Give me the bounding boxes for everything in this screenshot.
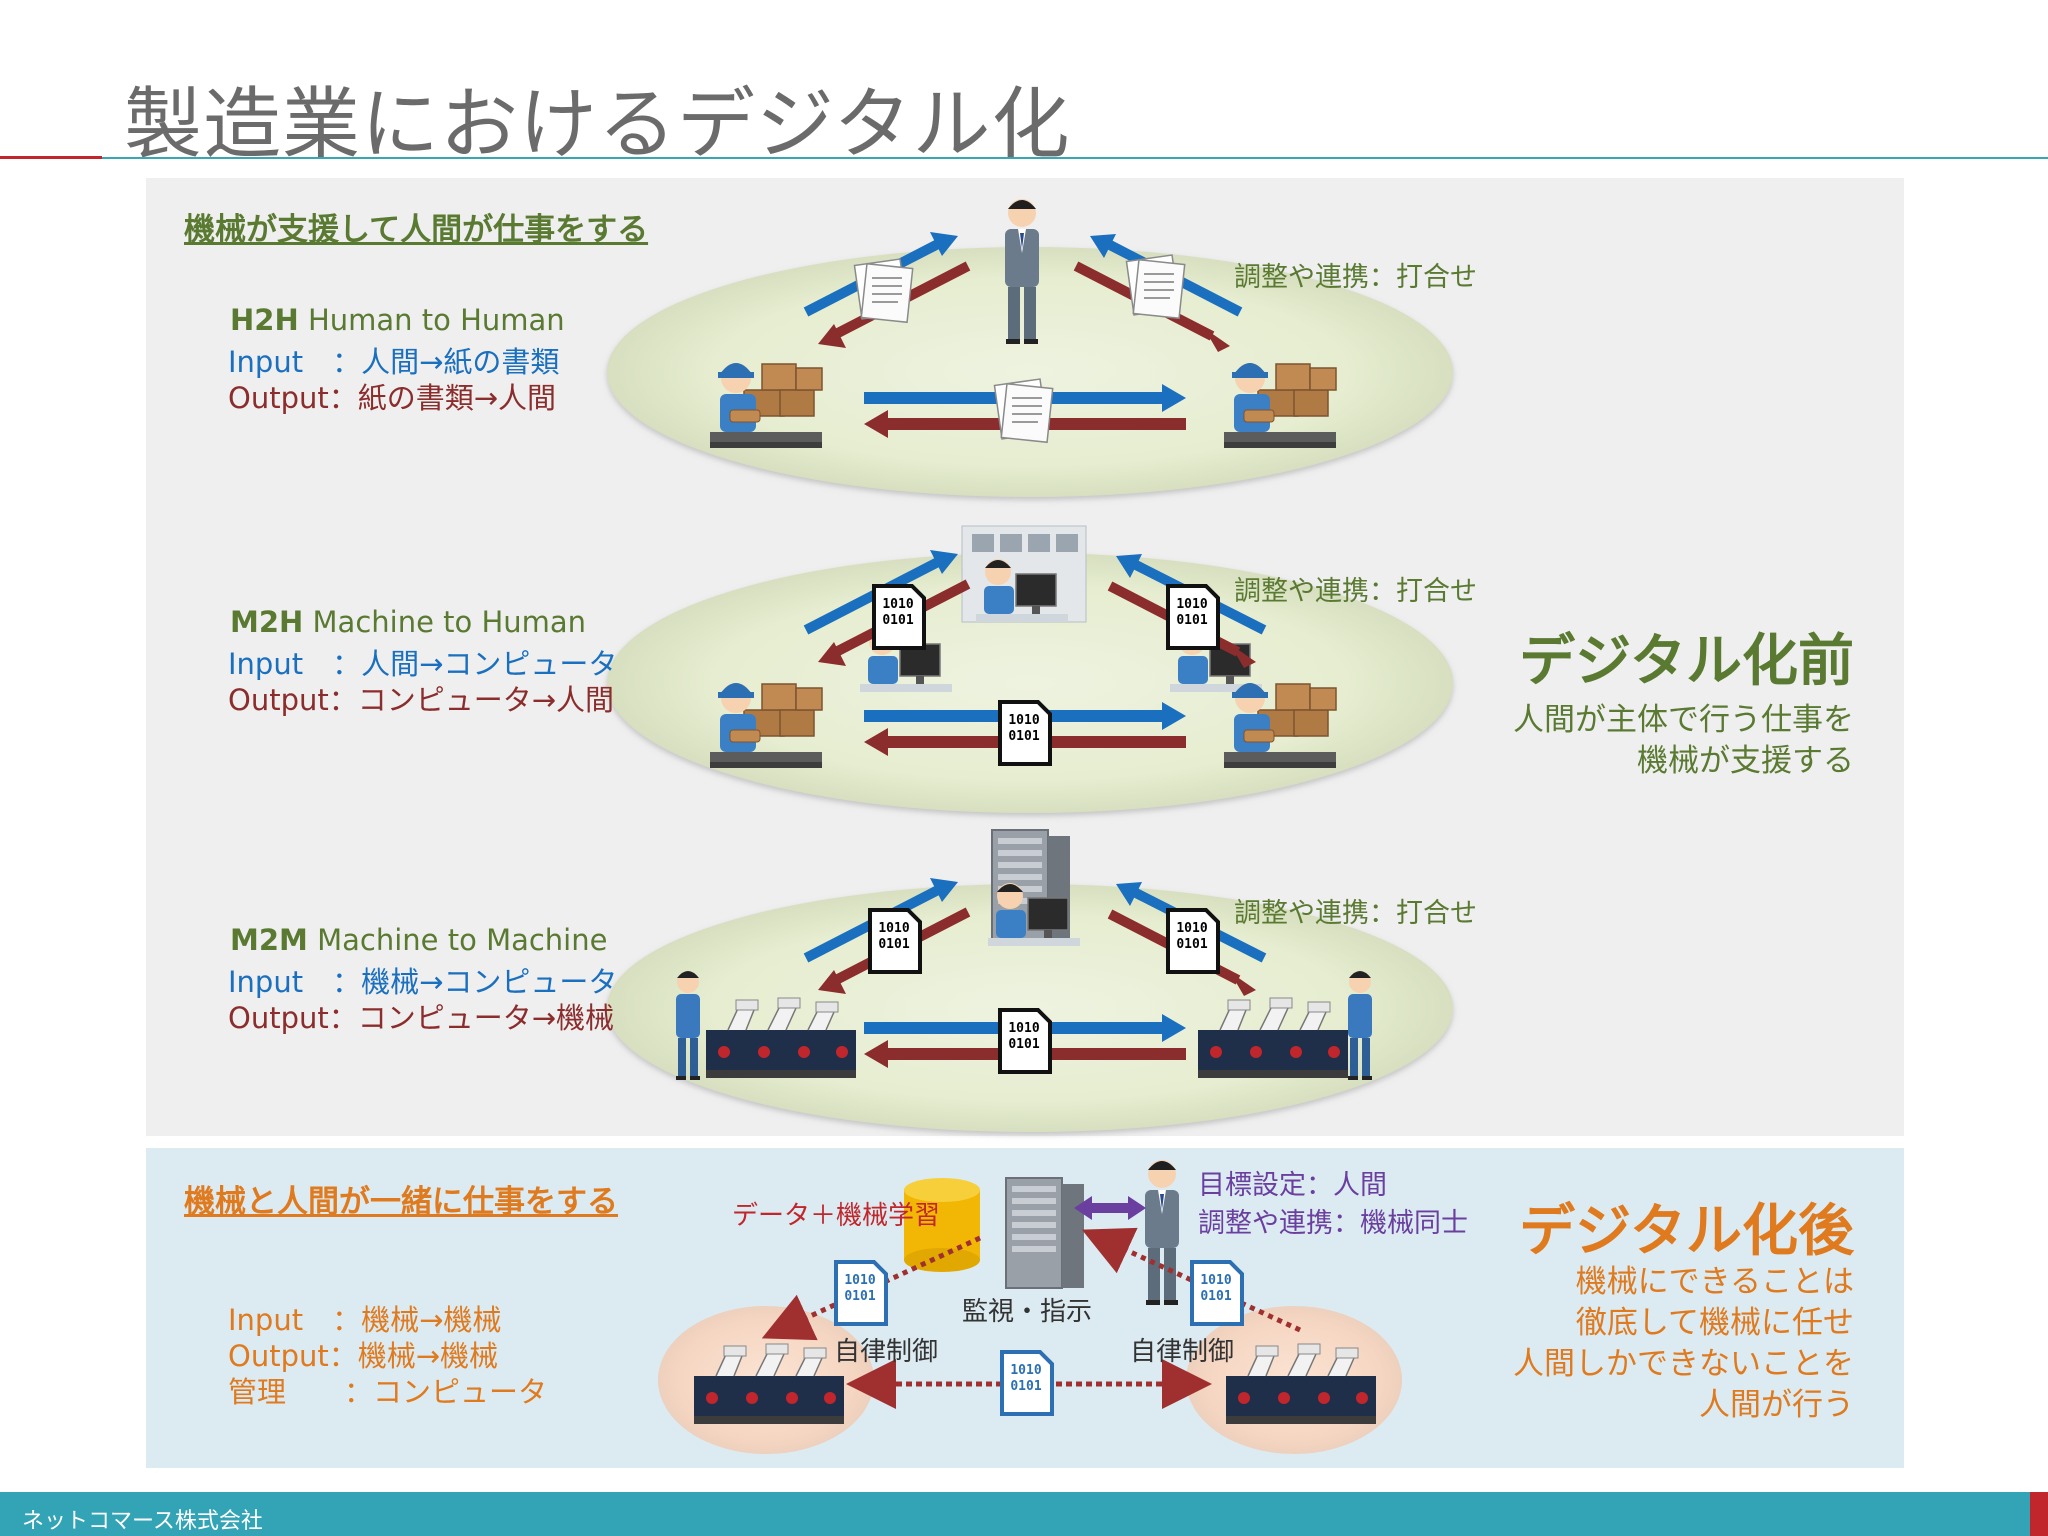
svg-text:0101: 0101: [1008, 729, 1039, 744]
binary-document-icon: 1010 0101: [998, 1008, 1052, 1078]
m2h-output: Output：コンピュータ→人間: [228, 683, 615, 717]
svg-text:0101: 0101: [1010, 1379, 1041, 1394]
m2h-coord: 調整や連携：打合せ: [1234, 576, 1477, 607]
monitor-label: 監視・指示: [962, 1297, 1093, 1327]
h2h-code: H2H: [230, 303, 299, 337]
m2h-title: M2H Machine to Human: [230, 604, 586, 640]
h2h-paper-center-icon: [993, 378, 1054, 444]
m2h-worker-left-icon: [709, 682, 823, 769]
binary-document-icon: 1010 0101: [834, 1260, 888, 1330]
m2m-input: Input ：機械→コンピュータ: [228, 965, 618, 999]
m2h-name: Machine to Human: [312, 605, 587, 639]
title-rule-teal: [102, 157, 2048, 159]
data-ml-label: データ＋機械学習: [732, 1201, 941, 1231]
after-heading: デジタル化後: [1519, 1199, 1854, 1264]
binary-document-icon: 1010 0101: [998, 700, 1052, 770]
h2h-worker-left-icon: [709, 362, 823, 449]
svg-text:0101: 0101: [1008, 1037, 1039, 1052]
h2h-name: Human to Human: [307, 303, 565, 337]
h2h-paper-right-icon: [1125, 254, 1186, 320]
footer-accent: [2030, 1492, 2048, 1536]
footer-bar: [0, 1492, 2048, 1536]
after-manager-icon: [1145, 1160, 1179, 1305]
svg-text:1010: 1010: [882, 597, 913, 612]
after-output: Output：機械→機械: [228, 1339, 499, 1373]
svg-text:0101: 0101: [1176, 613, 1207, 628]
svg-text:0101: 0101: [882, 613, 913, 628]
binary-document-icon: 1010 0101: [868, 908, 922, 978]
svg-text:1010: 1010: [1008, 1021, 1039, 1036]
svg-text:0101: 0101: [878, 937, 909, 952]
autonomous-right-label: 自律制御: [1130, 1337, 1235, 1367]
m2m-code: M2M: [230, 923, 308, 957]
h2h-coord: 調整や連携：打合せ: [1234, 262, 1477, 293]
binary-document-icon: 1010 0101: [872, 584, 926, 654]
m2h-input: Input ：人間→コンピュータ: [228, 647, 618, 681]
svg-text:0101: 0101: [1176, 937, 1207, 952]
goal-setting-label: 目標設定：人間: [1198, 1170, 1387, 1201]
m2m-name: Machine to Machine: [317, 923, 608, 957]
before-description: 人間が主体で行う仕事を 機械が支援する: [1410, 700, 1854, 782]
svg-text:1010: 1010: [878, 921, 909, 936]
svg-text:1010: 1010: [1010, 1363, 1041, 1378]
binary-document-icon: 1010 0101: [1190, 1260, 1244, 1330]
svg-text:0101: 0101: [844, 1289, 875, 1304]
after-section-title: 機械と人間が一緒に仕事をする: [184, 1184, 618, 1220]
h2h-worker-right-icon: [1223, 362, 1337, 449]
binary-document-icon: 1010 0101: [1166, 584, 1220, 654]
m2m-title: M2M Machine to Machine: [230, 922, 607, 958]
title-rule-red: [0, 156, 102, 159]
binary-document-icon: 1010 0101: [1166, 908, 1220, 978]
after-description-line: 徹底して機械に任せ: [1575, 1305, 1854, 1341]
page-title: 製造業におけるデジタル化: [124, 80, 1071, 170]
svg-text:0101: 0101: [1200, 1289, 1231, 1304]
after-server-icon: [1005, 1177, 1085, 1289]
m2m-coord: 調整や連携：打合せ: [1234, 898, 1477, 929]
m2h-worker-right-icon: [1223, 682, 1337, 769]
svg-text:1010: 1010: [1176, 921, 1207, 936]
after-input: Input ：機械→機械: [228, 1303, 502, 1337]
after-description-line: 人間が行う: [1699, 1387, 1854, 1423]
h2h-paper-left-icon: [853, 258, 914, 324]
h2h-title: H2H Human to Human: [230, 302, 565, 338]
footer-company: ネットコマース株式会社: [22, 1509, 263, 1534]
h2h-input: Input ：人間→紙の書類: [228, 345, 560, 379]
after-description: 機械にできることは 徹底して機械に任せ 人間しかできないことを 人間が行う: [1410, 1262, 1854, 1426]
svg-text:1010: 1010: [844, 1273, 875, 1288]
after-description-line: 機械にできることは: [1575, 1264, 1854, 1300]
before-section-title: 機械が支援して人間が仕事をする: [184, 212, 649, 248]
m2m-output: Output：コンピュータ→機械: [228, 1001, 615, 1035]
svg-text:1010: 1010: [1200, 1273, 1231, 1288]
binary-document-icon: 1010 0101: [1000, 1350, 1054, 1420]
coord-machine-label: 調整や連携：機械同士: [1198, 1208, 1468, 1239]
before-heading: デジタル化前: [1519, 629, 1854, 694]
before-description-line: 人間が主体で行う仕事を: [1513, 702, 1854, 738]
after-description-line: 人間しかできないことを: [1513, 1346, 1854, 1382]
svg-text:1010: 1010: [1008, 713, 1039, 728]
after-manage: 管理 ：コンピュータ: [228, 1375, 548, 1409]
svg-text:1010: 1010: [1176, 597, 1207, 612]
h2h-output: Output：紙の書類→人間: [228, 381, 557, 415]
m2h-code: M2H: [230, 605, 304, 639]
autonomous-left-label: 自律制御: [834, 1337, 939, 1367]
before-description-line: 機械が支援する: [1637, 743, 1854, 779]
